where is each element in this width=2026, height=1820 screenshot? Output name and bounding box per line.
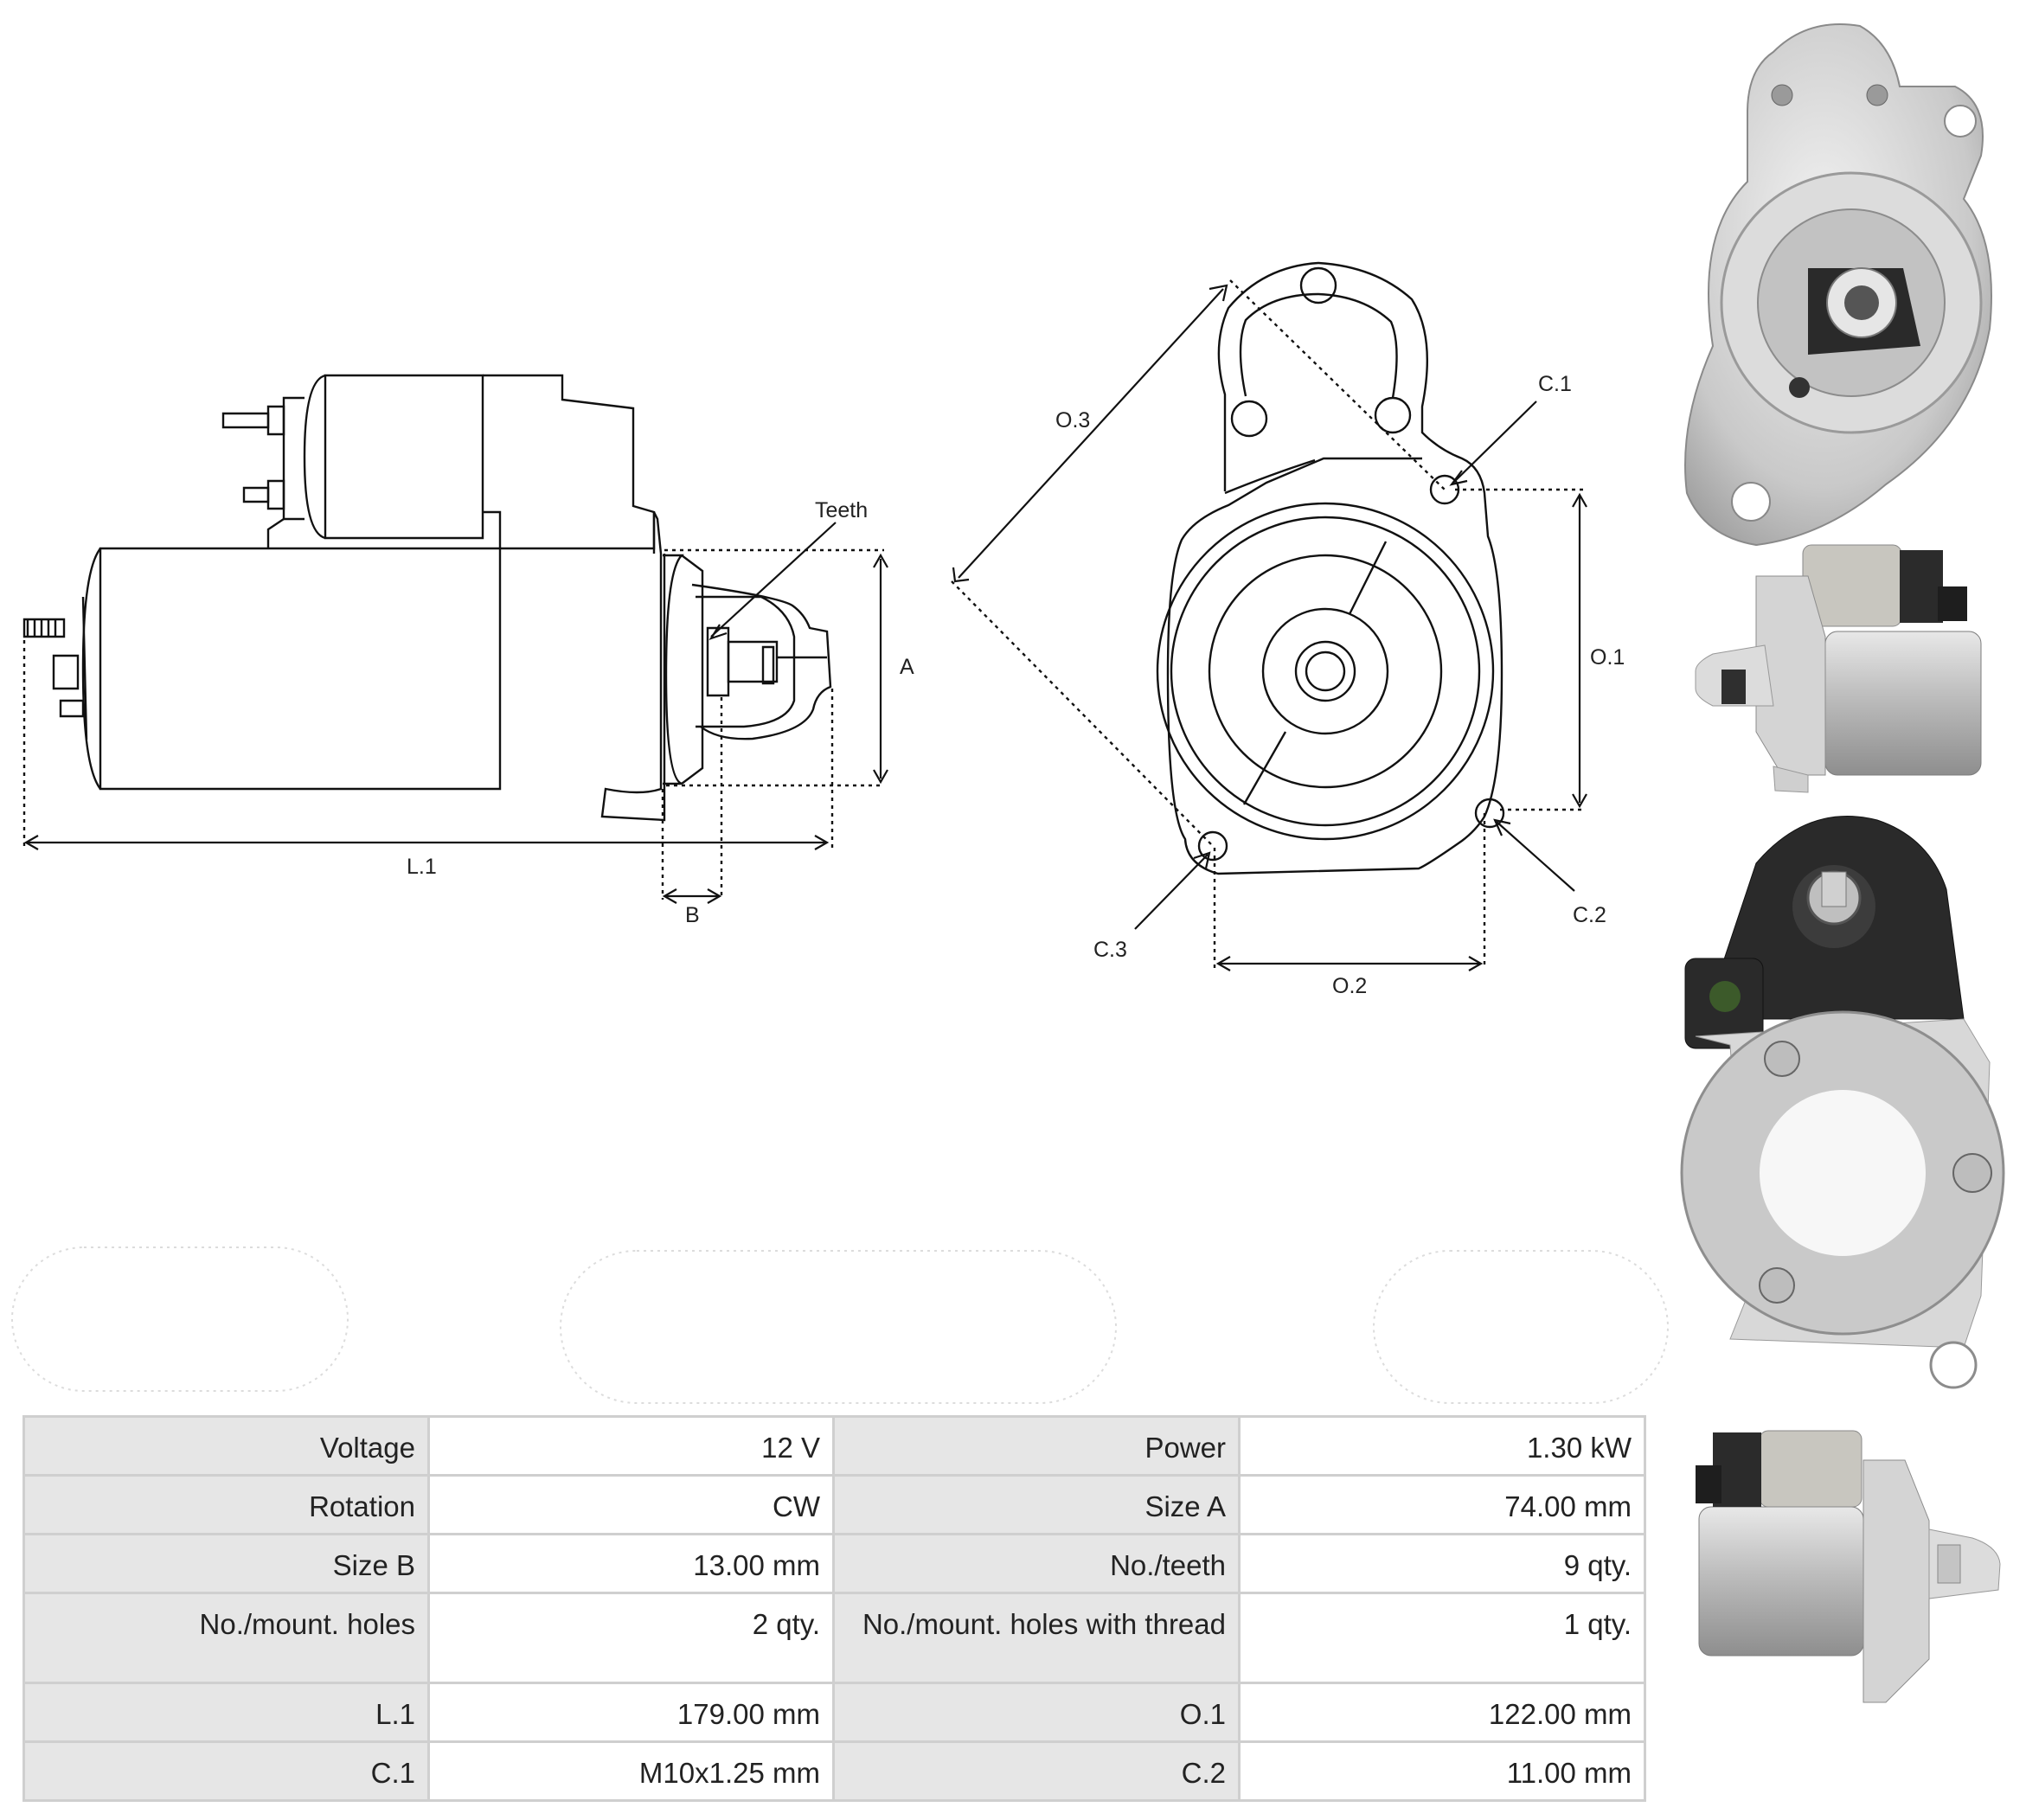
hole-c2 bbox=[1474, 798, 1505, 829]
housing-outer-ring bbox=[1156, 502, 1495, 841]
motor-body bbox=[99, 547, 502, 791]
solenoid bbox=[324, 374, 484, 540]
spec-key: Power bbox=[832, 1415, 1241, 1477]
front-view-drawing: O.3 O.1 O.2 C.1 C.2 C.3 bbox=[951, 261, 1625, 998]
dimension-o1-label: O.1 bbox=[1590, 645, 1625, 670]
drive-housing bbox=[500, 511, 666, 822]
table-row: L.1 179.00 mm O.1 122.00 mm bbox=[22, 1682, 1646, 1743]
solenoid-stud-bottom bbox=[242, 486, 270, 503]
spec-value: 1 qty. bbox=[1238, 1592, 1646, 1684]
c1-label: C.1 bbox=[1538, 372, 1572, 396]
faded-placeholders bbox=[11, 1246, 1669, 1404]
photo-rear-end-cap bbox=[1680, 816, 2005, 1389]
photo-front-flange bbox=[1684, 23, 1992, 547]
spec-key: Voltage bbox=[22, 1415, 430, 1477]
spec-value: M10x1.25 mm bbox=[427, 1740, 835, 1802]
spec-key: No./mount. holes with thread bbox=[832, 1592, 1241, 1684]
spec-key: L.1 bbox=[22, 1682, 430, 1743]
spec-key: Size B bbox=[22, 1533, 430, 1594]
spec-value: 13.00 mm bbox=[427, 1533, 835, 1594]
photo-side-view bbox=[1695, 544, 1982, 793]
spec-key: O.1 bbox=[832, 1682, 1241, 1743]
end-stud bbox=[22, 618, 66, 638]
spec-key: C.1 bbox=[22, 1740, 430, 1802]
spec-key: Size A bbox=[832, 1474, 1241, 1535]
table-row: Size B 13.00 mm No./teeth 9 qty. bbox=[22, 1533, 1646, 1594]
spec-value: 2 qty. bbox=[427, 1592, 835, 1684]
dimension-o2-label: O.2 bbox=[1332, 974, 1367, 998]
hole-c3 bbox=[1197, 830, 1228, 862]
spec-value: 1.30 kW bbox=[1238, 1415, 1646, 1477]
pinion-nose bbox=[691, 583, 832, 740]
table-row: C.1 M10x1.25 mm C.2 11.00 mm bbox=[22, 1740, 1646, 1802]
side-view-drawing: A L.1 B Teeth bbox=[22, 374, 914, 927]
spec-value: 11.00 mm bbox=[1238, 1740, 1646, 1802]
spec-value: CW bbox=[427, 1474, 835, 1535]
dimension-o3-label: O.3 bbox=[1055, 408, 1090, 433]
photo-side-view-2 bbox=[1696, 1430, 2001, 1703]
solenoid-stud-top bbox=[221, 412, 270, 429]
spec-value: 12 V bbox=[427, 1415, 835, 1477]
teeth-label: Teeth bbox=[815, 498, 868, 522]
spec-key: No./teeth bbox=[832, 1533, 1241, 1594]
table-row: No./mount. holes 2 qty. No./mount. holes… bbox=[22, 1592, 1646, 1684]
spec-key: Rotation bbox=[22, 1474, 430, 1535]
specs-table: Voltage 12 V Power 1.30 kW Rotation CW S… bbox=[22, 1415, 1646, 1802]
spec-value: 122.00 mm bbox=[1238, 1682, 1646, 1743]
spec-value: 179.00 mm bbox=[427, 1682, 835, 1743]
c3-label: C.3 bbox=[1093, 938, 1127, 962]
spec-value: 9 qty. bbox=[1238, 1533, 1646, 1594]
flange-outline bbox=[1166, 261, 1503, 875]
dimension-a-label: A bbox=[900, 655, 914, 679]
dimension-l1-label: L.1 bbox=[407, 855, 437, 879]
spec-key: No./mount. holes bbox=[22, 1592, 430, 1684]
dimension-b-label: B bbox=[685, 903, 700, 927]
c2-label: C.2 bbox=[1573, 903, 1606, 927]
spec-value: 74.00 mm bbox=[1238, 1474, 1646, 1535]
spec-key: C.2 bbox=[832, 1740, 1241, 1802]
table-row: Voltage 12 V Power 1.30 kW bbox=[22, 1415, 1646, 1477]
table-row: Rotation CW Size A 74.00 mm bbox=[22, 1474, 1646, 1535]
